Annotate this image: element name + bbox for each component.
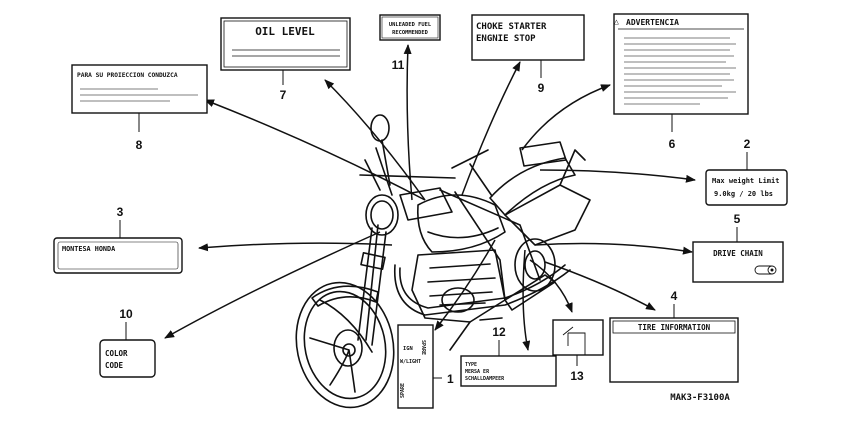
label-11-line-2: RECOMMENDED <box>392 30 428 36</box>
label-1-line-4: SPARE <box>400 383 406 398</box>
callout-number-11: 11 <box>392 58 405 72</box>
label-9-line-2: ENGNIE STOP <box>476 34 536 44</box>
callout-number-10: 10 <box>119 307 133 321</box>
callout-number-7: 7 <box>280 88 287 102</box>
callout-number-8: 8 <box>136 138 143 152</box>
callout-number-4: 4 <box>671 289 678 303</box>
label-6-line-1: ADVERTENCIA <box>626 18 679 27</box>
callout-number-5: 5 <box>734 212 741 226</box>
callout-5: 5 DRIVE CHAIN <box>692 212 784 283</box>
diagram-code: MAK3-F3100A <box>670 393 730 403</box>
callout-12: 12 TYPE MERSA ER SCHALLDAMPEER <box>460 325 557 387</box>
callout-4: 4 TIRE INFORMATION <box>609 289 739 383</box>
callout-13: 13 <box>552 319 604 383</box>
callout-8: PARA SU PROIECCION CONDUZCA 8 <box>71 64 208 152</box>
callout-number-1: 1 <box>447 372 454 386</box>
label-12-line-2: MERSA ER <box>465 369 490 375</box>
warning-triangle-icon: △ <box>614 17 619 26</box>
label-1-line-2: W/LIGHT <box>400 359 421 365</box>
label-4-line-1: TIRE INFORMATION <box>638 323 711 332</box>
callout-6: △ ADVERTENCIA 6 <box>613 13 749 151</box>
label-12-line-1: TYPE <box>465 362 477 368</box>
label-12-line-3: SCHALLDAMPEER <box>465 376 505 382</box>
label-5-line-1: DRIVE CHAIN <box>713 249 763 258</box>
label-1-line-3: SPARE <box>420 340 426 355</box>
label-3-line-1: MONTESA HONDA <box>62 245 115 253</box>
callout-11: UNLEADED FUEL RECOMMENDED 11 <box>379 14 441 72</box>
callout-7: OIL LEVEL 7 <box>220 17 351 102</box>
label-8-line-1: PARA SU PROIECCION CONDUZCA <box>77 72 178 79</box>
label-7-line-1: OIL LEVEL <box>255 25 315 38</box>
callout-number-2: 2 <box>744 137 751 151</box>
label-2-line-1: Max weight Limit <box>712 177 779 185</box>
callout-1: IGN W/LIGHT SPARE SPARE 1 <box>397 324 454 409</box>
label-1-line-1: IGN <box>403 346 413 352</box>
callout-number-13: 13 <box>570 369 584 383</box>
callout-3: 3 MONTESA HONDA <box>53 205 183 274</box>
callout-number-12: 12 <box>492 325 506 339</box>
chain-icon <box>754 265 777 275</box>
label-11-line-1: UNLEADED FUEL <box>389 22 432 28</box>
motorcycle-illustration <box>295 114 591 409</box>
callout-2: 2 Max weight Limit 9.0kg / 20 lbs <box>705 137 788 206</box>
callout-number-6: 6 <box>669 137 676 151</box>
label-9-line-1: CHOKE STARTER <box>476 22 547 32</box>
callout-number-9: 9 <box>538 81 545 95</box>
label-2-line-2: 9.0kg / 20 lbs <box>714 190 773 198</box>
label-10-line-1: COLOR <box>105 349 128 358</box>
callout-10: 10 COLOR CODE <box>99 307 156 378</box>
label-10-line-2: CODE <box>105 361 124 370</box>
callout-9: CHOKE STARTER ENGNIE STOP 9 <box>471 14 585 95</box>
leader-arrows <box>164 44 696 351</box>
callout-number-3: 3 <box>117 205 124 219</box>
